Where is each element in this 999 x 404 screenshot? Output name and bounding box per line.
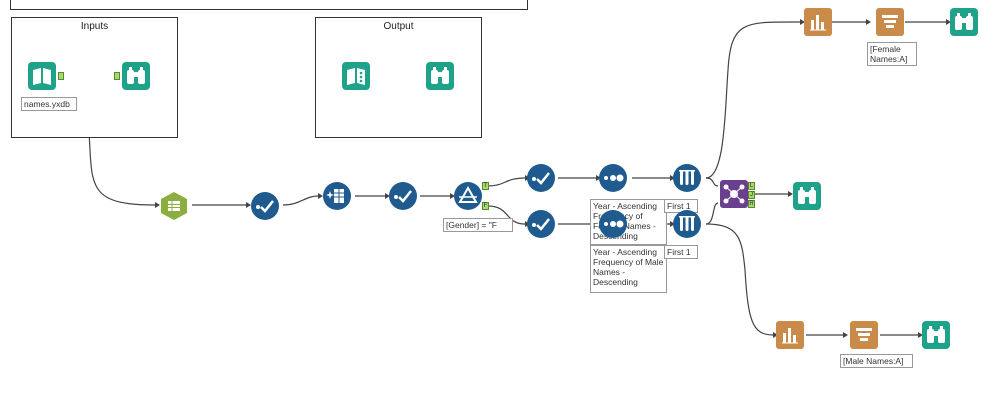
sample-tool-male[interactable]	[673, 210, 701, 238]
connector-select1-formula	[282, 195, 319, 206]
connector-filter-false-select4	[487, 205, 526, 225]
browse-tool-join[interactable]	[793, 182, 821, 210]
female-names-annotation: [Female Names:A]	[867, 42, 917, 66]
multi-field-formula-tool[interactable]	[323, 182, 351, 210]
connector-filter-true-select3	[487, 177, 526, 187]
browse-tool-male[interactable]	[922, 321, 950, 349]
list-lines-icon	[850, 321, 878, 349]
sort-tool-male[interactable]	[599, 210, 627, 238]
input-file-annotation: names.yxdb	[21, 97, 77, 111]
connector-sample2-summ2	[705, 223, 774, 336]
cross-tab-tool-male[interactable]	[850, 321, 878, 349]
join-left-anchor[interactable]: L	[748, 182, 755, 190]
sample-tool-female[interactable]	[673, 164, 701, 192]
join-join-anchor[interactable]: J	[748, 191, 755, 199]
filter-triangle-icon	[454, 182, 482, 210]
select-check-icon	[527, 210, 555, 238]
grid-sparkle-icon	[323, 182, 351, 210]
sort-male-annotation: Year - Ascending Frequency of Male Names…	[590, 245, 667, 293]
filter-true-anchor[interactable]: T	[482, 182, 489, 190]
output-anchor[interactable]	[58, 72, 64, 80]
summarize-tool-female[interactable]	[804, 8, 832, 36]
test-tubes-icon	[673, 210, 701, 238]
filter-expression-annotation: [Gender] = "F	[443, 218, 513, 232]
join-right-anchor[interactable]: R	[748, 200, 755, 208]
top-container-edge	[10, 0, 528, 10]
test-tubes-icon	[673, 164, 701, 192]
binoculars-icon	[122, 62, 150, 90]
sort-dots-icon	[599, 164, 627, 192]
connector-sample1-union	[705, 177, 719, 187]
summarize-tool-male[interactable]	[776, 321, 804, 349]
cross-tab-tool-female[interactable]	[876, 8, 904, 36]
connector-sample1-summ1	[705, 21, 801, 179]
binoculars-icon	[426, 62, 454, 90]
book-icon	[28, 62, 56, 90]
select-check-icon	[251, 192, 279, 220]
select-tool-female[interactable]	[527, 164, 555, 192]
inputs-container-title: Inputs	[80, 21, 109, 32]
sample-male-annotation: First 1	[664, 245, 698, 259]
book-output-icon	[342, 62, 370, 90]
filter-tool[interactable]	[454, 182, 482, 210]
select-tool-2[interactable]	[389, 182, 417, 210]
browse-tool-inputs[interactable]	[122, 62, 150, 90]
append-fields-tool[interactable]	[160, 192, 188, 220]
output-container-title: Output	[383, 21, 414, 32]
select-tool-1[interactable]	[251, 192, 279, 220]
male-names-annotation: [Male Names:A]	[840, 354, 913, 368]
browse-tool-female[interactable]	[950, 8, 978, 36]
input-data-tool[interactable]	[28, 62, 56, 90]
sort-tool-female[interactable]	[599, 164, 627, 192]
output-container[interactable]: Output	[315, 17, 482, 138]
select-check-icon	[527, 164, 555, 192]
join-tool[interactable]	[720, 180, 748, 208]
select-check-icon	[389, 182, 417, 210]
input-anchor[interactable]	[114, 72, 120, 80]
table-hexagon-icon	[161, 192, 187, 220]
browse-tool-output[interactable]	[426, 62, 454, 90]
select-tool-male[interactable]	[527, 210, 555, 238]
summarize-bars-icon	[776, 321, 804, 349]
filter-false-anchor[interactable]: F	[482, 202, 489, 210]
summarize-bars-icon	[804, 8, 832, 36]
binoculars-icon	[922, 321, 950, 349]
output-input-tool[interactable]	[342, 62, 370, 90]
join-network-icon	[720, 180, 748, 208]
sort-dots-icon	[599, 210, 627, 238]
binoculars-icon	[793, 182, 821, 210]
binoculars-icon	[950, 8, 978, 36]
connector-sample2-union	[705, 202, 719, 225]
list-lines-icon	[876, 8, 904, 36]
